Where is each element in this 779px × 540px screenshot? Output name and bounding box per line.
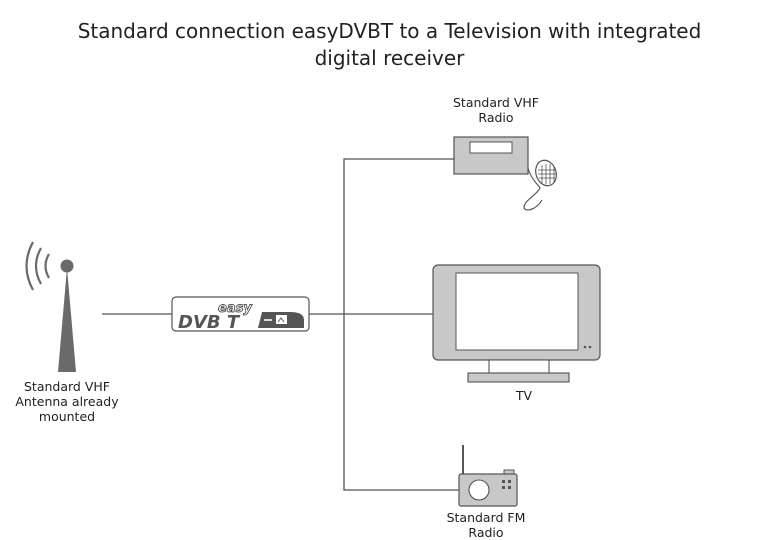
tv-icon [432,264,601,383]
antenna-wave-inner [44,253,50,279]
tv-stand [467,372,570,383]
antenna-tip [60,259,74,273]
title-line-2: digital receiver [314,46,465,70]
fm-radio-icon [458,445,518,507]
tv-button [583,345,587,349]
antenna-label: Standard VHF Antenna already mounted [15,379,119,424]
diagram-title: Standard connection easyDVBT to a Televi… [0,18,779,72]
fm-radio-label: Standard FM Radio [446,510,526,540]
vhf-radio-label: Standard VHF Radio [453,95,539,125]
title-line-1: Standard connection easyDVBT to a Televi… [77,19,702,43]
antenna-mast [58,268,76,372]
tv-button [588,345,592,349]
easydvbt-device: easy DVB T [171,296,310,333]
vhf-radio-icon [453,136,557,211]
microphone-cable-icon [523,167,543,211]
tv-screen [455,272,579,351]
antenna-icon [25,241,76,372]
fm-radio-buttons [502,480,511,489]
antenna-wave-middle [34,247,42,285]
logo-dvbt: DVB T [178,312,241,333]
fm-radio-speaker [468,479,490,501]
distribution-cable [343,158,459,491]
logo-easy: easy [218,301,252,316]
logo-screen-icon [276,315,287,324]
connection-lines [102,158,459,491]
tv-label: TV [515,388,533,403]
tv-neck [488,359,550,374]
antenna-wave-outer [25,241,34,291]
vhf-radio-display [469,141,513,154]
